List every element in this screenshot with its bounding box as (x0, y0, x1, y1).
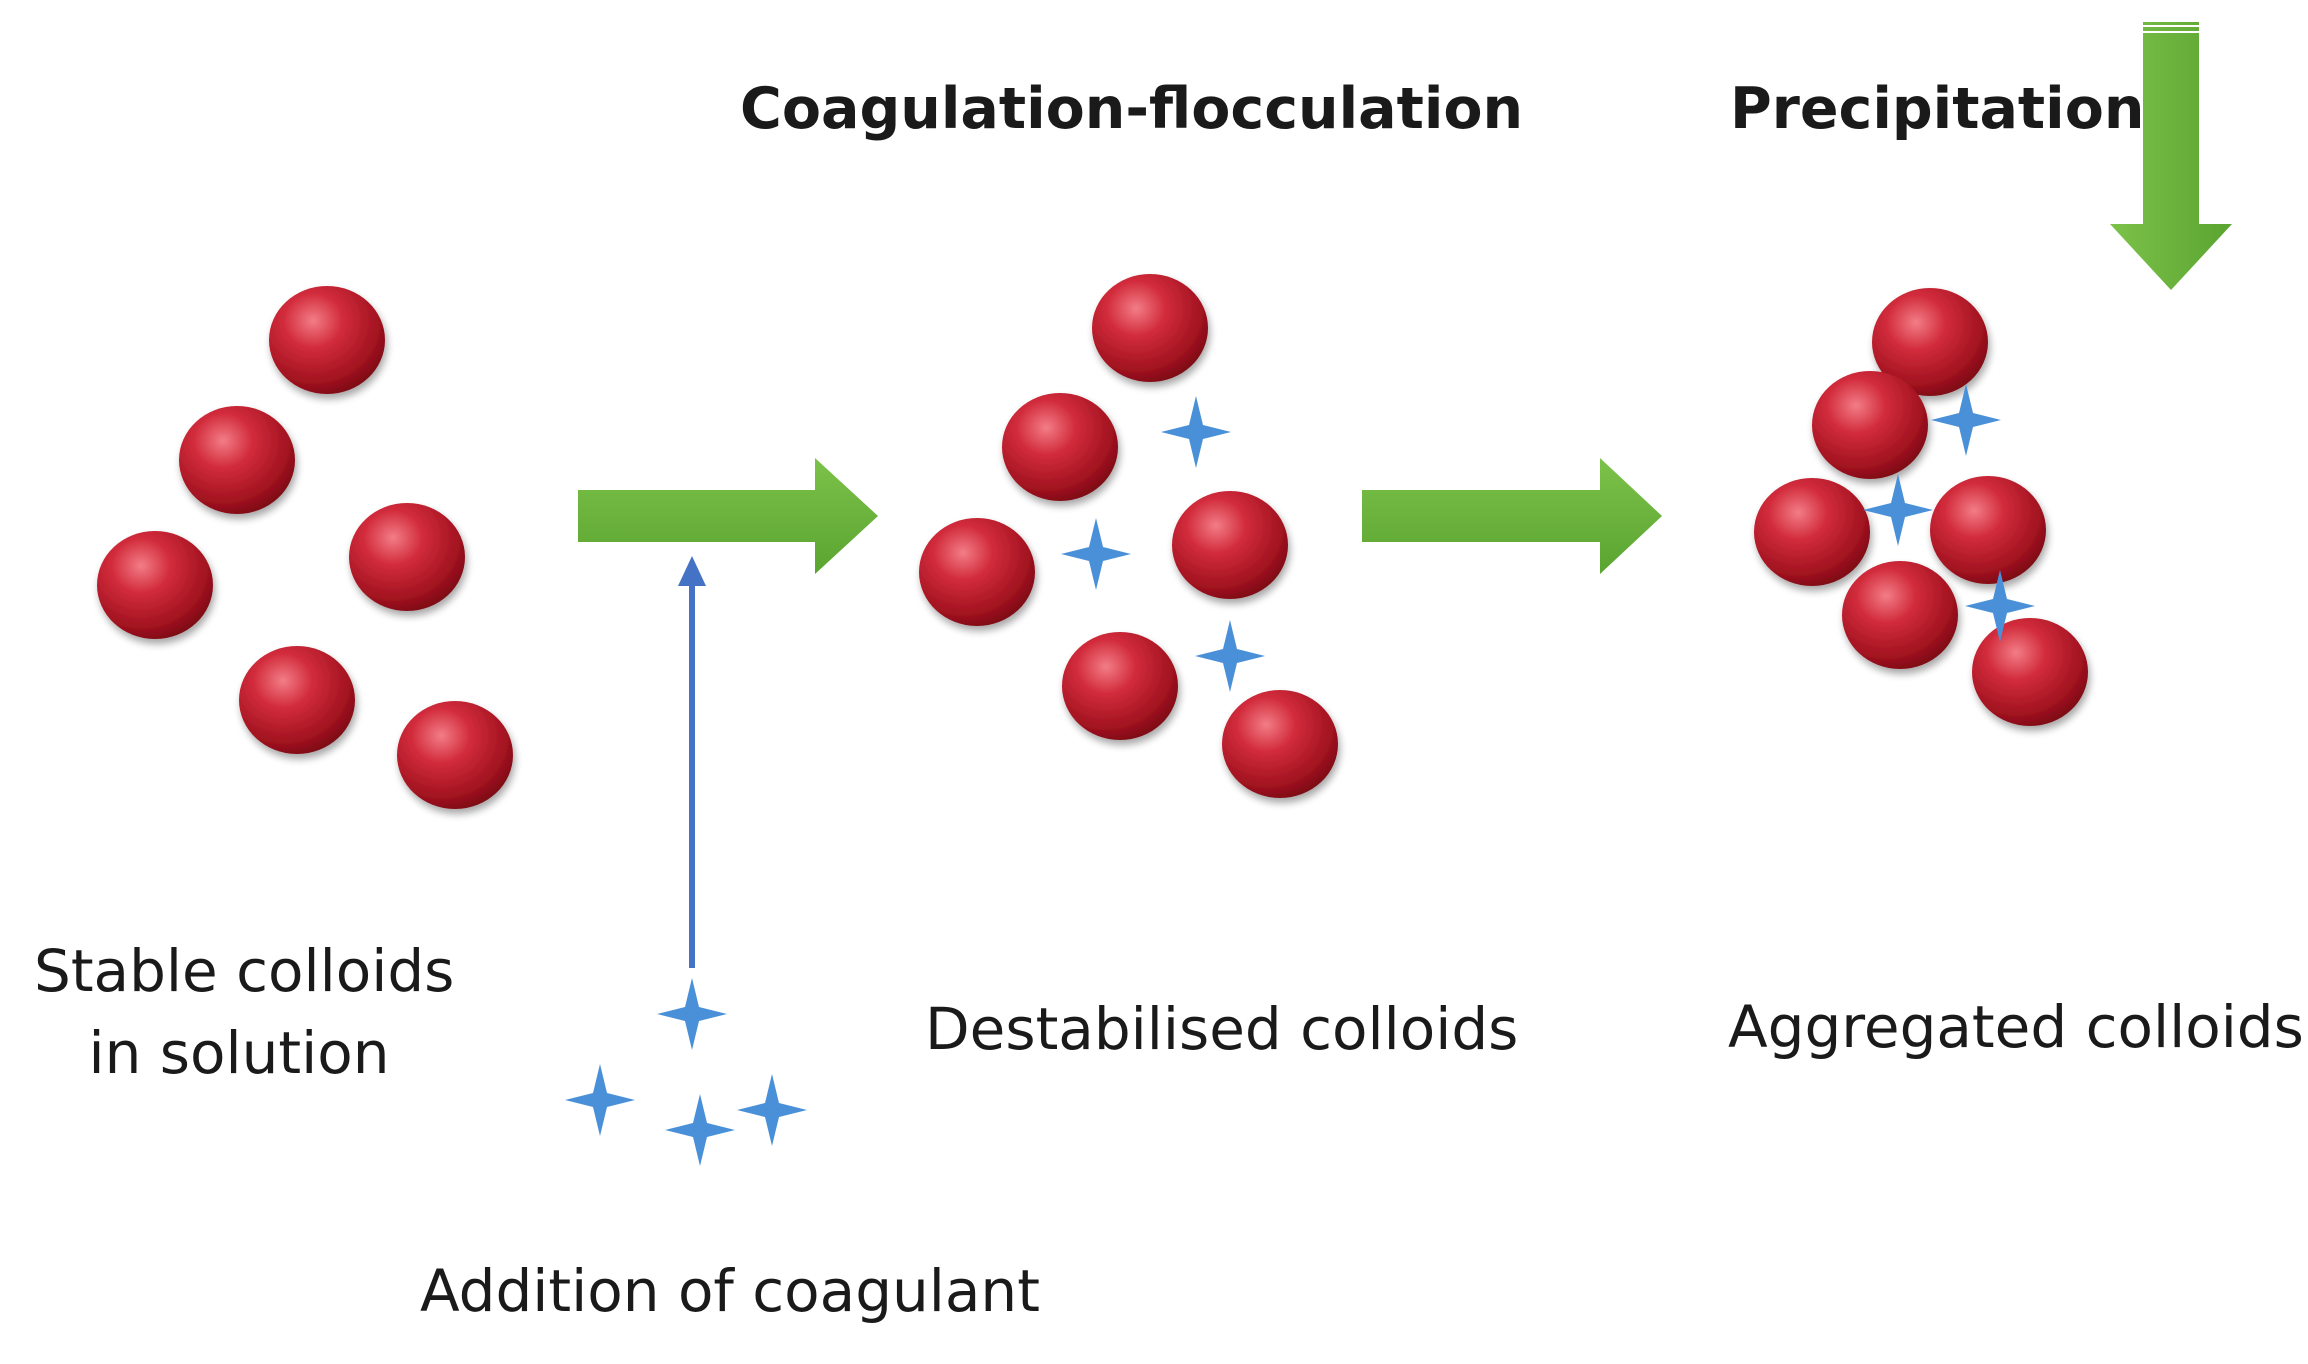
coagulant-star-icon (565, 1064, 635, 1136)
coagulant-star-icon (1931, 384, 2001, 456)
coagulant-star-icon (1161, 396, 1231, 468)
colloid-particle (1872, 288, 1988, 396)
colloid-particle (1222, 690, 1338, 798)
precipitation-arrow-icon (2110, 22, 2232, 290)
destabilised-colloids-caption: Destabilised colloids (925, 995, 1519, 1063)
coagulant-star-icon (1965, 570, 2035, 642)
coagulation-flocculation-heading: Coagulation-flocculation (740, 76, 1524, 142)
stable-colloids-caption-line1: Stable colloids (34, 937, 455, 1005)
addition-of-coagulant-caption: Addition of coagulant (420, 1257, 1040, 1325)
colloid-particle (349, 503, 465, 611)
coagulant-star-icon (657, 978, 727, 1050)
addition-arrow-icon (678, 556, 706, 968)
process-arrow-2-icon (1362, 458, 1662, 574)
process-arrow-1-icon (578, 458, 878, 574)
destabilised-colloids-group (919, 274, 1338, 798)
colloid-particle (1062, 632, 1178, 740)
aggregated-colloids-caption: Aggregated colloids (1728, 993, 2304, 1061)
stable-colloids-caption-line2: in solution (88, 1019, 390, 1087)
stable-colloids-caption: Stable colloids in solution (34, 930, 455, 1094)
colloid-particle (1930, 476, 2046, 584)
colloid-particle (1092, 274, 1208, 382)
colloid-particle (919, 518, 1035, 626)
coagulant-star-icon (737, 1074, 807, 1146)
precipitation-heading: Precipitation (1730, 76, 2145, 142)
colloid-particle (97, 531, 213, 639)
coagulant-star-icon (665, 1094, 735, 1166)
colloid-particle (1972, 618, 2088, 726)
colloid-particle (1812, 371, 1928, 479)
coagulant-star-icon (1195, 620, 1265, 692)
coagulant-star-icon (1863, 474, 1933, 546)
colloid-particle (179, 406, 295, 514)
aggregated-colloids-group (1754, 288, 2088, 726)
colloid-particle (1002, 393, 1118, 501)
colloid-particle (239, 646, 355, 754)
colloid-particle (397, 701, 513, 809)
coagulant-stars-group (565, 978, 807, 1166)
stable-colloids-group (97, 286, 513, 809)
coagulant-star-icon (1061, 518, 1131, 590)
colloid-particle (1172, 491, 1288, 599)
colloid-particle (1842, 561, 1958, 669)
colloid-particle (1754, 478, 1870, 586)
colloid-particle (269, 286, 385, 394)
